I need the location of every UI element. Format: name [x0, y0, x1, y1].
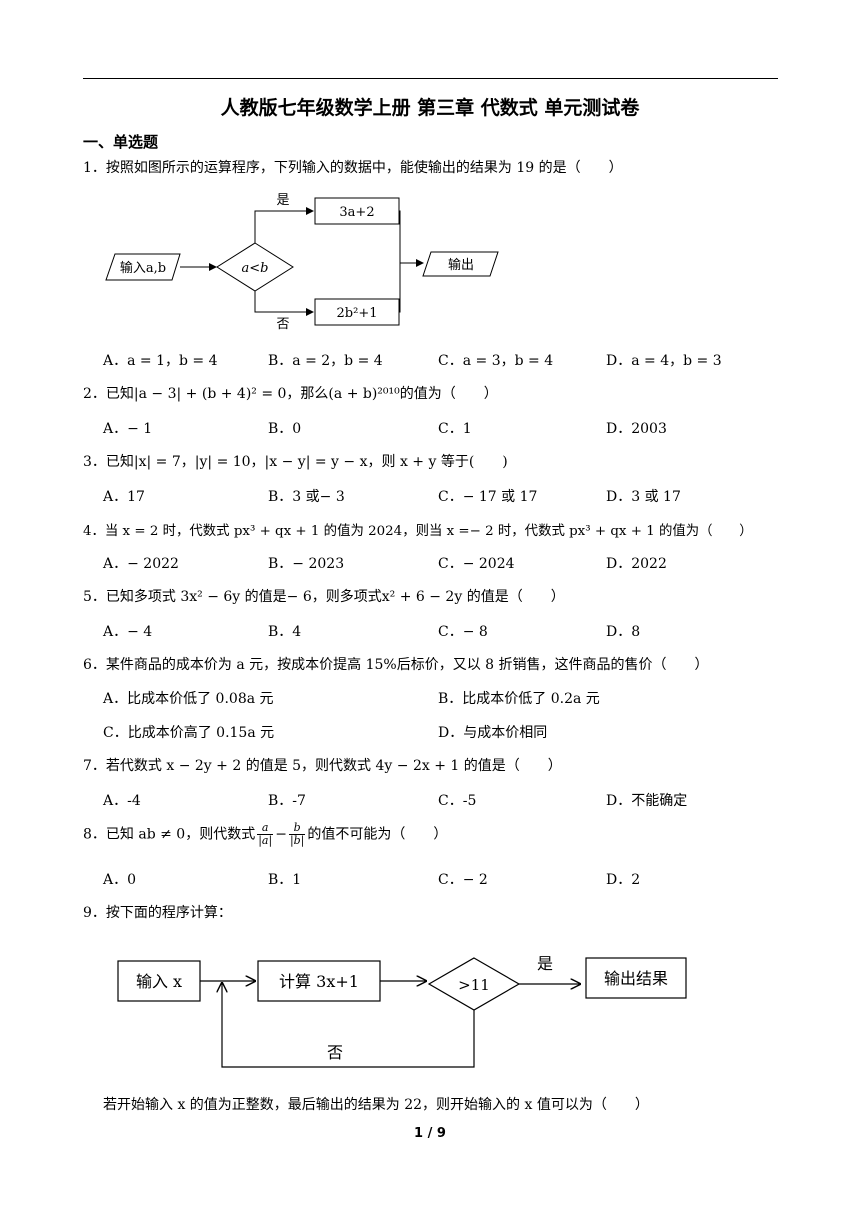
- flow9-output-text: 输出结果: [604, 969, 668, 988]
- q8-frac-b-den: |b|: [289, 834, 305, 847]
- flow9-compute-text: 计算 3x+1: [279, 972, 359, 991]
- q8-stem-pre: 8．已知 ab ≠ 0，则代数式: [83, 826, 256, 843]
- q1-option-c: C．a = 3，b = 4: [438, 353, 554, 369]
- q1-option-a: A．a = 1，b = 4: [103, 353, 218, 369]
- flow1-input-text: 输入a,b: [120, 260, 166, 276]
- q8-option-d: D．2: [606, 872, 641, 888]
- page-title: 人教版七年级数学上册 第三章 代数式 单元测试卷: [220, 97, 640, 119]
- question-5-stem: 5．已知多项式 3x² − 6y 的值是− 6，则多项式x² + 6 − 2y …: [83, 589, 565, 605]
- flow1-yes-label: 是: [276, 193, 289, 208]
- q6-option-b: B．比成本价低了 0.2a 元: [438, 691, 600, 707]
- q5-option-b: B．4: [268, 624, 302, 640]
- flow1-output-text: 输出: [448, 257, 474, 273]
- q6-option-c: C．比成本价高了 0.15a 元: [103, 725, 275, 741]
- q8-option-a: A．0: [103, 872, 137, 888]
- question-3-stem: 3．已知|x| = 7，|y| = 10，|x − y| = y − x，则 x…: [83, 454, 508, 470]
- q8-frac-a-num: a: [257, 822, 274, 835]
- flow9-input-text: 输入 x: [136, 972, 182, 991]
- q8-stem-post: 的值不可能为（ ）: [307, 826, 448, 843]
- question-6-stem: 6．某件商品的成本价为 a 元，按成本价提高 15%后标价，又以 8 折销售，这…: [83, 657, 709, 673]
- q8-option-c: C．− 2: [438, 872, 488, 888]
- q5-option-d: D．8: [606, 624, 641, 640]
- q8-minus: −: [275, 826, 287, 843]
- q6-option-d: D．与成本价相同: [438, 725, 548, 741]
- q7-option-d: D．不能确定: [606, 793, 688, 809]
- flow9-condition-text: >11: [458, 976, 490, 994]
- question-7-stem: 7．若代数式 x − 2y + 2 的值是 5，则代数式 4y − 2x + 1…: [83, 758, 562, 774]
- input-parallelogram: [105, 253, 181, 281]
- flow9-yes-label: 是: [537, 954, 553, 973]
- q2-option-a: A．− 1: [103, 421, 153, 437]
- q7-option-a: A．-4: [103, 793, 141, 809]
- q3-option-c: C．− 17 或 17: [438, 489, 538, 505]
- q3-option-b: B．3 或− 3: [268, 489, 345, 505]
- flow1-yes-box-text: 3a+2: [339, 205, 374, 220]
- q4-option-c: C．− 2024: [438, 556, 515, 572]
- q8-fraction-a: a|a|: [257, 822, 274, 847]
- page-number: 1 / 9: [414, 1126, 446, 1141]
- question-1-flowchart: 输入a,b a<b 是 3a+2 否 2b²+1 输出: [105, 193, 499, 332]
- output-parallelogram: [422, 251, 499, 277]
- q6-option-a: A．比成本价低了 0.08a 元: [103, 691, 274, 707]
- q2-option-c: C．1: [438, 421, 472, 437]
- q4-option-b: B．− 2023: [268, 556, 345, 572]
- q2-option-b: B．0: [268, 421, 302, 437]
- q2-option-d: D．2003: [606, 421, 667, 437]
- question-9-followup: 若开始输入 x 的值为正整数，最后输出的结果为 22，则开始输入的 x 值可以为…: [103, 1097, 649, 1113]
- q8-frac-b-num: b: [288, 822, 306, 835]
- question-2-stem: 2．已知|a − 3| + (b + 4)² = 0，那么(a + b)²⁰¹⁰…: [83, 386, 498, 402]
- flow1-condition-text: a<b: [242, 261, 269, 276]
- flow1-no-box-text: 2b²+1: [337, 306, 378, 321]
- question-9-stem: 9．按下面的程序计算：: [83, 905, 232, 921]
- flow1-no-label: 否: [276, 317, 289, 332]
- q5-option-c: C．− 8: [438, 624, 488, 640]
- flow9-output-box: [585, 957, 687, 999]
- q4-option-d: D．2022: [606, 556, 667, 572]
- q1-option-b: B．a = 2，b = 4: [268, 353, 383, 369]
- question-1-stem: 1．按照如图所示的运算程序，下列输入的数据中，能使输出的结果为 19 的是（ ）: [83, 160, 623, 176]
- q7-option-c: C．-5: [438, 793, 477, 809]
- q8-frac-a-den: |a|: [258, 834, 273, 847]
- q8-fraction-b: b|b|: [288, 822, 306, 847]
- header-rule: [83, 78, 778, 79]
- q3-option-d: D．3 或 17: [606, 489, 681, 505]
- q7-option-b: B．-7: [268, 793, 306, 809]
- question-4-stem: 4．当 x = 2 时，代数式 px³ + qx + 1 的值为 2024，则当…: [83, 524, 753, 539]
- section-heading: 一、单选题: [83, 133, 159, 151]
- q4-option-a: A．− 2022: [103, 556, 179, 572]
- q8-option-b: B．1: [268, 872, 302, 888]
- q5-option-a: A．− 4: [103, 624, 153, 640]
- q1-option-d: D．a = 4，b = 3: [606, 353, 722, 369]
- question-9-flowchart: 输入 x 计算 3x+1 >11 是 输出结果 否: [117, 954, 687, 1068]
- flow9-no-label: 否: [327, 1043, 343, 1062]
- q3-option-a: A．17: [103, 489, 145, 505]
